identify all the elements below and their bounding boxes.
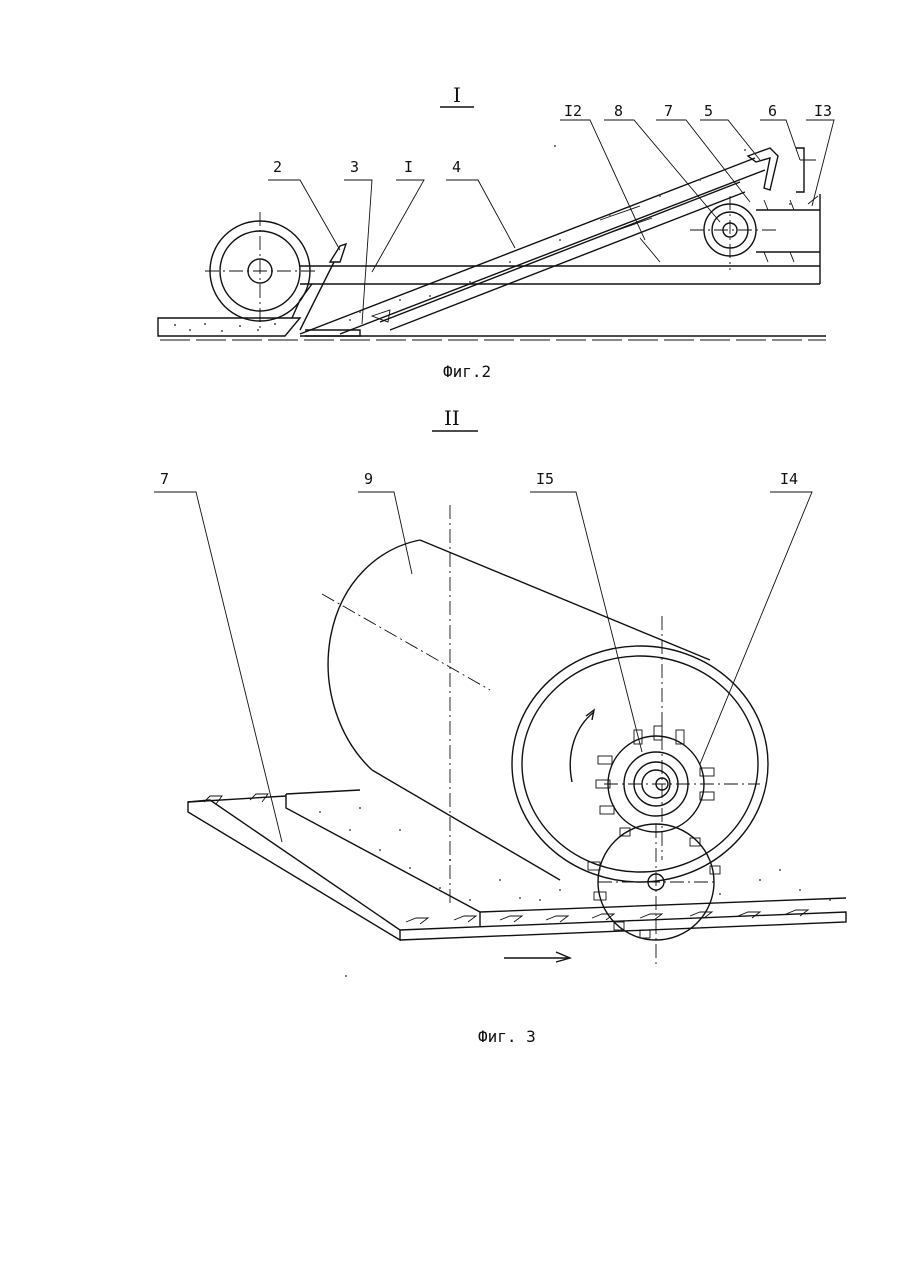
- callout-1: I: [404, 158, 413, 176]
- callout-14: I4: [780, 470, 798, 488]
- callout-7-fig3: 7: [160, 470, 169, 488]
- fig3-caption: Фиг. 3: [478, 1027, 536, 1046]
- fig2-caption: Фиг.2: [443, 362, 491, 381]
- scan-speck: [345, 975, 347, 977]
- callout-2: 2: [273, 158, 282, 176]
- fig2-section-label: I: [453, 83, 461, 107]
- fig3-section-label: II: [444, 406, 460, 430]
- callout-6: 6: [768, 102, 777, 120]
- fig2-wheel: [205, 212, 318, 330]
- fig3-belt: [188, 790, 846, 940]
- arrow-right-icon: [504, 952, 570, 962]
- figure-2: I: [158, 83, 834, 381]
- figure-3: II: [154, 406, 846, 1046]
- fig2-frame: [292, 194, 820, 330]
- fig3-lower-sprocket: [588, 824, 720, 964]
- callout-4: 4: [452, 158, 461, 176]
- callout-15: I5: [536, 470, 554, 488]
- fig3-callouts: 7 9 I5 I4: [154, 470, 812, 842]
- callout-7: 7: [664, 102, 673, 120]
- fig2-inclined-conveyor: [300, 148, 791, 334]
- callout-5: 5: [704, 102, 713, 120]
- callout-12: I2: [564, 102, 582, 120]
- callout-3: 3: [350, 158, 359, 176]
- fig3-upper-sprocket: [596, 616, 760, 860]
- rotation-arrow-icon: [570, 712, 594, 782]
- callout-13: I3: [814, 102, 832, 120]
- scan-speck: [554, 145, 556, 147]
- callout-8: 8: [614, 102, 623, 120]
- callout-9: 9: [364, 470, 373, 488]
